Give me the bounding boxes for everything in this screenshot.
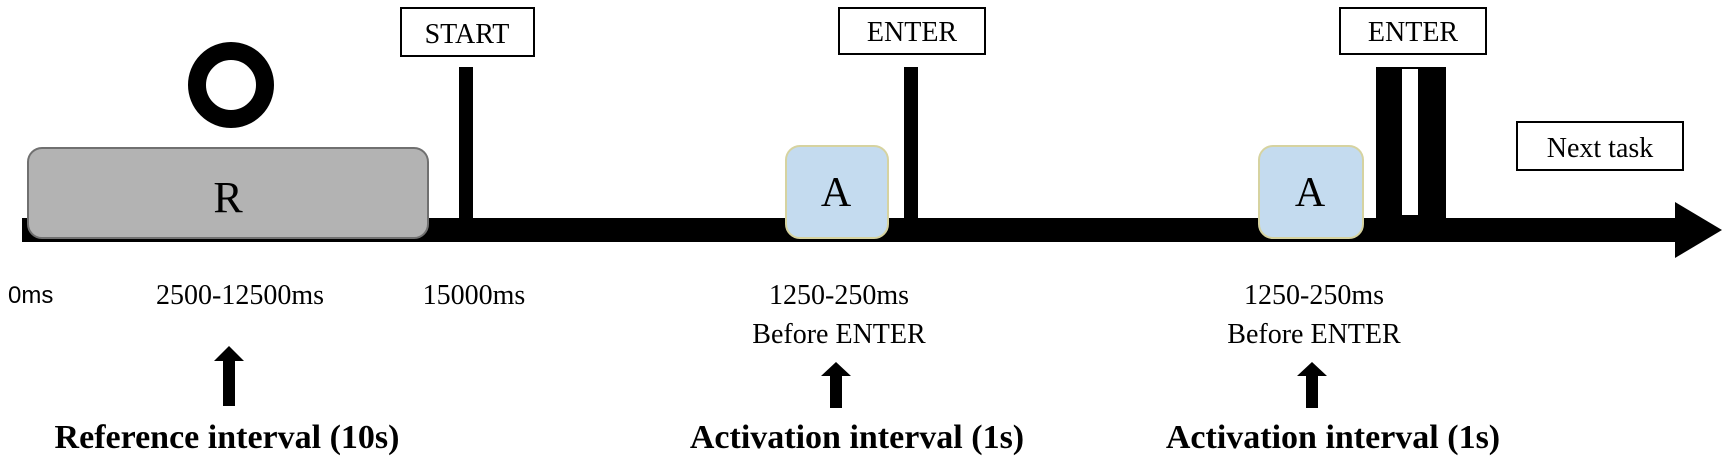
reference-block-label: R <box>213 173 243 222</box>
time-label-activation-1-before: Before ENTER <box>752 319 926 350</box>
activation-block-2-label: A <box>1295 170 1326 216</box>
activation-block-1-shape <box>785 145 889 239</box>
enter-marker-1: ENTER <box>838 7 986 222</box>
interval-label-activation-1: Activation interval (1s) <box>690 419 1024 456</box>
activation-1-arrow-up-icon <box>821 362 851 408</box>
activation-block-1-label: A <box>821 170 852 216</box>
enter-box-2 <box>1339 7 1487 55</box>
activation-block-1: A <box>785 145 889 239</box>
reference-arrow-up-icon <box>214 346 244 406</box>
enter-box-1 <box>838 7 986 55</box>
time-axis-arrowhead <box>1675 202 1722 258</box>
time-label-start: 15000ms <box>423 280 526 311</box>
enter-box-1-label: ENTER <box>867 17 958 48</box>
enter-line-1 <box>904 67 918 222</box>
time-label-activation-2-range: 1250-250ms <box>1244 280 1384 311</box>
start-marker: START <box>400 7 535 222</box>
activation-2-arrow-up-icon <box>1297 362 1327 408</box>
reference-block-shape <box>27 147 429 239</box>
enter-bar-2-gap <box>1402 69 1418 215</box>
arrow-up-icon <box>821 362 851 408</box>
arrow-up-icon <box>1297 362 1327 408</box>
next-task-marker: Next task <box>1516 121 1684 171</box>
reference-block: R <box>27 147 429 239</box>
activation-block-2-shape <box>1258 145 1364 239</box>
start-line <box>459 67 473 222</box>
time-label-reference: 2500-12500ms <box>156 280 324 311</box>
interval-label-activation-2: Activation interval (1s) <box>1166 419 1500 456</box>
time-label-activation-2-before: Before ENTER <box>1227 319 1401 350</box>
fixation-circle-icon <box>188 42 274 128</box>
start-box <box>400 7 535 57</box>
enter-marker-2: ENTER <box>1339 7 1487 222</box>
activation-block-2: A <box>1258 145 1364 239</box>
next-task-label: Next task <box>1547 133 1654 164</box>
start-box-label: START <box>425 19 510 50</box>
time-label-activation-1-range: 1250-250ms <box>769 280 909 311</box>
enter-box-2-label: ENTER <box>1368 17 1459 48</box>
time-label-0ms: 0ms <box>8 282 53 309</box>
interval-label-reference: Reference interval (10s) <box>55 419 400 456</box>
next-task-box <box>1516 121 1684 171</box>
arrow-up-icon <box>214 346 244 406</box>
